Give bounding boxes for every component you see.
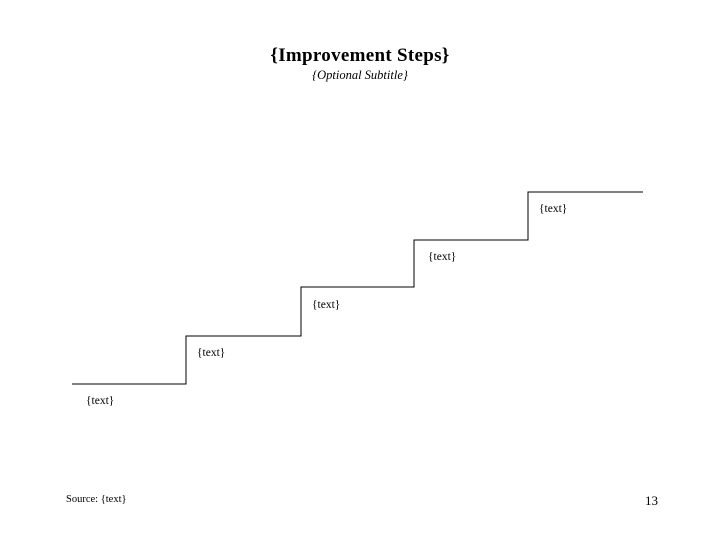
step-label: {text} [312,299,341,311]
step-label: {text} [539,203,568,215]
step-label: {text} [86,395,115,407]
step-label: {text} [428,251,457,263]
slide-title: {Improvement Steps} [270,45,450,66]
page-number: 13 [645,493,658,508]
step-label: {text} [197,347,226,359]
slide-subtitle: {Optional Subtitle} [312,68,408,82]
source-note: Source: {text} [66,494,127,505]
